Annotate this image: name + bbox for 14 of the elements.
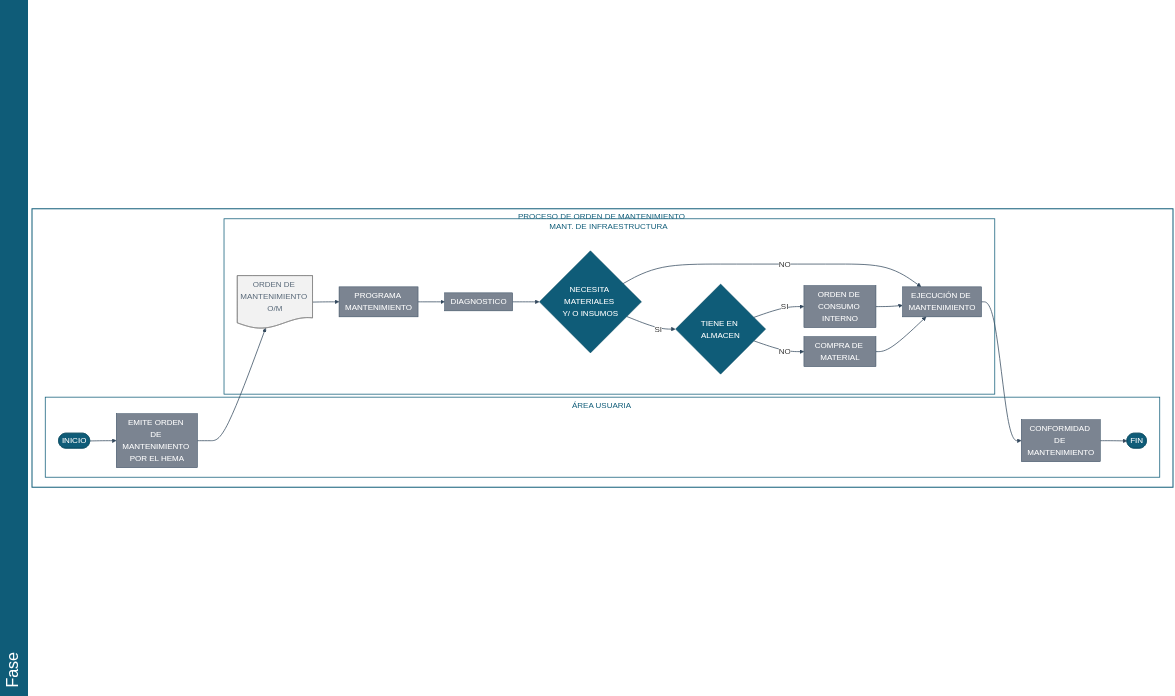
node-box: EMITE ORDEN DE MANTENIMIENTO POR EL HEMA	[116, 413, 198, 468]
node-box: EJECUCIÓN DE MANTENIMIENTO	[902, 286, 982, 318]
node-box: COMPRA DE MATERIAL	[803, 336, 877, 367]
node-box: CONFORMIDAD DE MANTENIMIENTO	[1021, 419, 1101, 462]
edge-label: SI	[780, 302, 789, 311]
node-diamond: NECESITA MATERIALES Y/ O INSUMOS	[539, 250, 642, 354]
node-box: PROGRAMA MANTENIMIENTO	[338, 286, 419, 318]
node-box: DIAGNOSTICO	[444, 292, 513, 312]
phase-label: Fase	[4, 652, 22, 688]
node-box: ORDEN DE CONSUMO INTERNO	[803, 285, 877, 328]
edge-label: NO	[778, 259, 791, 269]
node-diamond: TIENE EN ALMACEN	[675, 283, 766, 375]
edge-label: SI	[654, 324, 663, 334]
edge-label: NO	[778, 347, 791, 356]
